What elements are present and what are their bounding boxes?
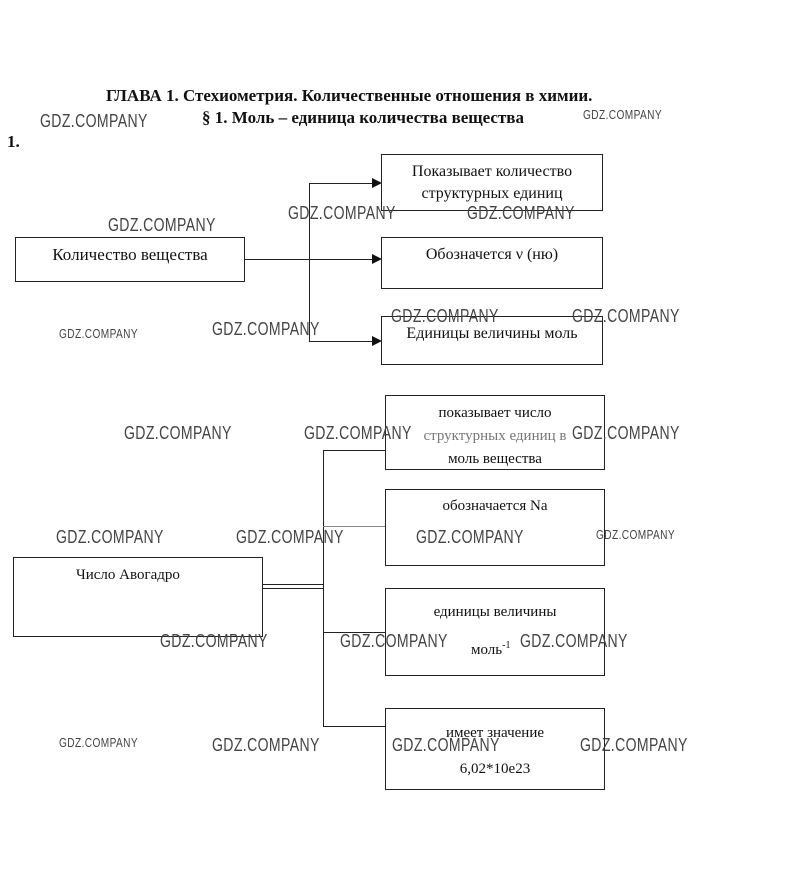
watermark: GDZ.COMPANY	[40, 111, 148, 131]
box-label: Обозначется ν (ню)	[425, 246, 559, 263]
watermark: GDZ.COMPANY	[467, 203, 575, 223]
watermark: GDZ.COMPANY	[520, 631, 628, 651]
box-label: Единицы величины моль	[406, 325, 578, 342]
section-title: § 1. Моль – единица количества вещества	[202, 108, 524, 127]
watermark: GDZ.COMPANY	[212, 735, 320, 755]
box-label: 6,02*10е23	[459, 761, 531, 777]
watermark: GDZ.COMPANY	[212, 319, 320, 339]
watermark: GDZ.COMPANY	[288, 203, 396, 223]
target-box-shows-number: показывает число структурных единиц в мо…	[385, 395, 605, 470]
task-number: 1.	[7, 132, 20, 151]
connector-line	[323, 450, 385, 451]
watermark: GDZ.COMPANY	[160, 631, 268, 651]
connector-line	[323, 450, 324, 726]
target-box-notation-na: обозначается Na	[385, 489, 605, 566]
watermark: GDZ.COMPANY	[391, 306, 499, 326]
box-label: единицы величины	[433, 604, 557, 620]
watermark: GDZ.COMPANY	[108, 215, 216, 235]
source-box-avogadro-number: Число Авогадро	[13, 557, 263, 637]
box-label: Число Авогадро	[76, 567, 180, 583]
watermark: GDZ.COMPANY	[572, 423, 680, 443]
watermark: GDZ.COMPANY	[59, 735, 139, 750]
box-label: Количество вещества	[52, 245, 208, 264]
watermark: GDZ.COMPANY	[596, 527, 676, 542]
unit-exponent: -1	[502, 640, 511, 651]
unit-text: моль	[471, 642, 503, 658]
watermark: GDZ.COMPANY	[304, 423, 412, 443]
target-box-units: Единицы величины моль	[381, 316, 603, 365]
chapter-title: ГЛАВА 1. Стехиометрия. Количественные от…	[106, 86, 593, 105]
connector-line	[323, 632, 385, 633]
connector-line	[309, 341, 373, 342]
box-label: структурных единиц	[421, 185, 563, 202]
connector-line	[309, 183, 310, 341]
source-box-amount-of-substance: Количество вещества	[15, 237, 245, 282]
watermark: GDZ.COMPANY	[583, 107, 663, 122]
watermark: GDZ.COMPANY	[236, 527, 344, 547]
box-label: обозначается Na	[442, 498, 548, 514]
arrow-head-icon	[372, 336, 382, 346]
connector-line	[263, 584, 323, 585]
watermark: GDZ.COMPANY	[392, 735, 500, 755]
watermark: GDZ.COMPANY	[572, 306, 680, 326]
target-box-shows-count: Показывает количество структурных единиц	[381, 154, 603, 211]
watermark: GDZ.COMPANY	[59, 326, 139, 341]
watermark: GDZ.COMPANY	[580, 735, 688, 755]
connector-line	[263, 588, 323, 589]
watermark: GDZ.COMPANY	[340, 631, 448, 651]
box-label: имеет значение	[445, 725, 545, 741]
target-box-value: имеет значение 6,02*10е23	[385, 708, 605, 790]
connector-line	[309, 183, 373, 184]
target-box-notation: Обозначется ν (ню)	[381, 237, 603, 289]
box-label: моль-1	[461, 629, 604, 667]
connector-line	[323, 726, 385, 727]
arrow-head-icon	[372, 254, 382, 264]
target-box-units-inverse-mole: единицы величины моль-1	[385, 588, 605, 676]
watermark: GDZ.COMPANY	[56, 527, 164, 547]
box-label: моль вещества	[448, 451, 542, 467]
watermark: GDZ.COMPANY	[416, 527, 524, 547]
watermark: GDZ.COMPANY	[124, 423, 232, 443]
arrow-head-icon	[372, 178, 382, 188]
box-label: структурных единиц в	[423, 428, 567, 444]
box-label: показывает число	[438, 405, 552, 421]
connector-line	[323, 526, 385, 527]
box-label: Показывает количество	[411, 163, 573, 180]
